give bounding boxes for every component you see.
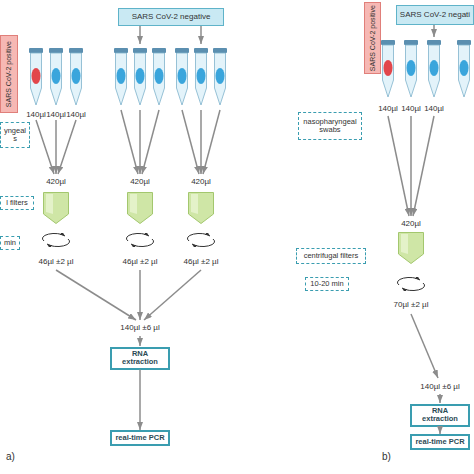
sample-tube (175, 48, 189, 105)
box-text: SARS CoV-2 positive (5, 41, 13, 107)
volume-label: 140µl (401, 104, 421, 114)
box-text: SARS CoV-2 negati (400, 11, 470, 20)
note-box: min (0, 236, 20, 250)
flow-arrow (121, 110, 138, 174)
flow-connector (439, 427, 441, 435)
flow-arrows (36, 26, 220, 346)
sample-tube (213, 48, 227, 105)
box-text: l filters (6, 199, 28, 207)
flow-arrow (388, 116, 409, 216)
flow-arrow (433, 25, 435, 37)
rotation-symbol (42, 233, 69, 246)
sample-tube (69, 48, 83, 105)
box-text: 10-20 min (310, 280, 343, 288)
volume-label: 420µl (130, 177, 150, 187)
volume-label: 46µl ±2 µl (39, 257, 74, 267)
volume-label: 46µl ±2 µl (184, 257, 219, 267)
process-box: RNA extraction (110, 347, 170, 370)
box-text: centrifugal filters (304, 252, 359, 260)
volume-label: 46µl ±2 µl (123, 257, 158, 267)
process-box: RNA extraction (410, 404, 470, 427)
flow-connector (139, 370, 141, 431)
volume-label: 140µl ±6 µl (420, 382, 459, 392)
centrifugal-filter (128, 193, 153, 224)
flow-arrow (139, 270, 141, 320)
box-text: SARS CoV-2 negative (132, 13, 211, 22)
flow-arrow (411, 314, 438, 378)
flow-arrow (56, 270, 136, 320)
note-box: nasopharyngeal swabs (298, 112, 362, 140)
volume-label: 140µl (66, 110, 86, 120)
flow-arrow (36, 120, 54, 174)
volume-label: 140µl (378, 104, 398, 114)
sample-tube (29, 48, 43, 105)
volume-label: 140µl (424, 104, 444, 114)
sample-tube (404, 40, 418, 97)
process-box: real-time PCR (410, 434, 470, 450)
volume-label: 140µl (46, 110, 66, 120)
sample-tube (114, 48, 128, 105)
box-text: yngeal s (3, 127, 27, 144)
process-box: real-time PCR (110, 430, 170, 446)
flow-arrow (139, 336, 141, 346)
sample-tube (133, 48, 147, 105)
box-text: real-time PCR (415, 438, 464, 446)
box-text: min (4, 239, 16, 247)
note-box: 10-20 min (305, 277, 349, 291)
flow-arrow (200, 110, 202, 174)
flow-arrow (439, 394, 441, 403)
box-text: SARS CoV-2 positive (369, 5, 377, 71)
flow-arrow (144, 270, 201, 320)
flow-arrows (388, 25, 440, 403)
sample-group-box: SARS CoV-2 positive (0, 35, 18, 113)
sample-tube (457, 40, 471, 97)
volume-label: 140µl (26, 110, 46, 120)
centrifugal-filter (399, 233, 424, 264)
sample-tube (381, 40, 395, 97)
sample-tube (194, 48, 208, 105)
centrifugal-filter (44, 193, 69, 224)
box-text: real-time PCR (115, 434, 164, 442)
volume-label: 420µl (191, 177, 211, 187)
volume-label: 140µl ±6 µl (120, 323, 159, 333)
volume-label: 420µl (46, 177, 66, 187)
note-box: centrifugal filters (296, 248, 366, 264)
sample-tube (427, 40, 441, 97)
rotation-symbol (187, 233, 214, 246)
rotation-symbol (126, 233, 153, 246)
flow-arrow (139, 110, 141, 174)
flow-arrow (203, 110, 220, 174)
sample-group-box: SARS CoV-2 negati (396, 5, 474, 25)
flow-arrow (182, 110, 199, 174)
flow-arrow (413, 116, 434, 216)
volume-label: 70µl ±2 µl (394, 300, 429, 310)
flow-arrow (55, 120, 57, 174)
flow-arrow (410, 116, 412, 216)
note-box: yngeal s (0, 122, 30, 148)
sample-tube (49, 48, 63, 105)
rotation-symbol (397, 277, 424, 290)
sample-group-box: SARS CoV-2 positive (364, 2, 381, 74)
box-text: nasopharyngeal swabs (301, 118, 359, 135)
sample-group-box: SARS CoV-2 negative (118, 8, 224, 26)
panel-label: a) (6, 452, 15, 462)
sample-tube (152, 48, 166, 105)
volume-label: 420µl (401, 219, 421, 229)
note-box: l filters (0, 196, 34, 210)
box-text: RNA extraction (414, 407, 466, 424)
box-text: RNA extraction (114, 350, 166, 367)
centrifugal-filter (189, 193, 214, 224)
flow-arrow (200, 26, 202, 44)
flow-arrow (139, 26, 141, 44)
panel-label: b) (382, 452, 391, 462)
flow-arrow (142, 110, 159, 174)
flow-arrow (58, 120, 76, 174)
